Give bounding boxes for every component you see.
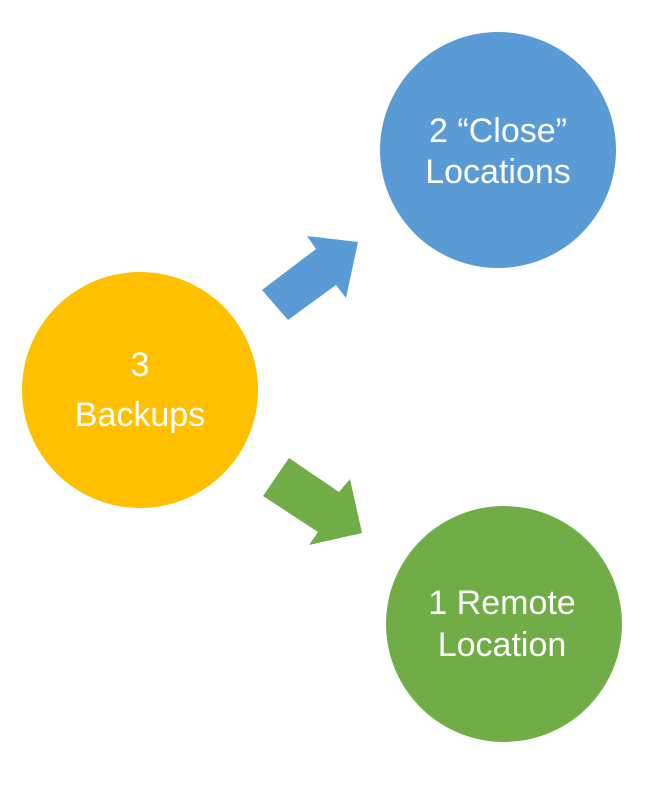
node-2-close-locations: 2 “Close” Locations <box>380 32 616 268</box>
arrow-to-close-locations <box>262 236 358 320</box>
node-label-line1: 1 Remote <box>428 584 575 622</box>
node-label-line2: Location <box>438 626 567 664</box>
node-3-backups: 3 Backups <box>22 272 258 508</box>
node-label-line2: Backups <box>75 396 205 434</box>
node-1-remote-location: 1 Remote Location <box>386 506 622 742</box>
node-label-line1: 2 “Close” <box>429 112 567 150</box>
arrow-to-remote-location <box>263 458 362 545</box>
node-label-line2: Locations <box>425 153 571 191</box>
node-label-line1: 3 <box>131 346 150 384</box>
